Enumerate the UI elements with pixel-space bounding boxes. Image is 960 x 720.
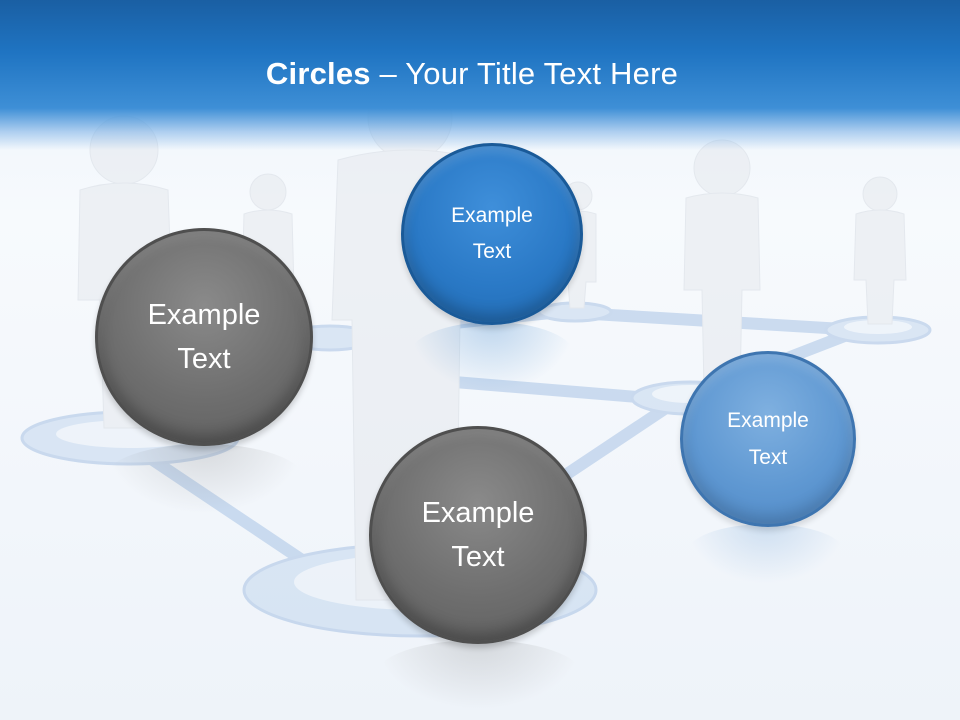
circle-lightblue-right: Example Text — [680, 351, 856, 527]
title-bar — [0, 0, 960, 150]
circle-reflection — [686, 524, 846, 584]
circle-text: Example Text — [421, 497, 535, 573]
title-bold: Circles — [265, 56, 371, 91]
circle-reflection — [376, 640, 582, 710]
circle-text: Example Text — [451, 204, 533, 263]
circle-gray-left: Example Text — [95, 228, 313, 446]
circle-blue-top: Example Text — [401, 143, 583, 325]
circle-text: Example Text — [147, 299, 261, 375]
circle-text: Example Text — [727, 409, 809, 469]
slide-title: Circles – Your Title Text Here — [0, 56, 944, 92]
circle-reflection — [408, 322, 576, 392]
circle-gray-bottom: Example Text — [369, 426, 587, 644]
title-rest: – Your Title Text Here — [370, 56, 679, 91]
circle-reflection — [104, 444, 304, 514]
